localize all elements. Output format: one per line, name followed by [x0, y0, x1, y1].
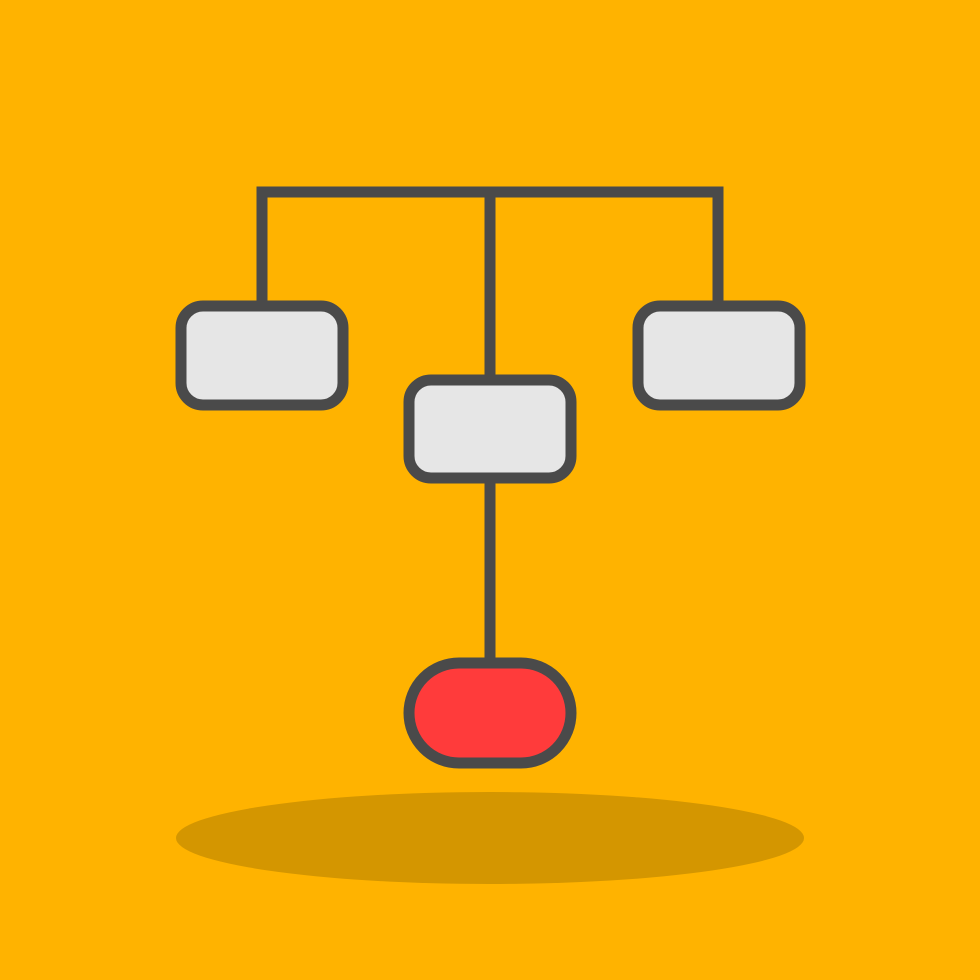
ground-shadow — [176, 792, 804, 884]
node-left — [175, 300, 349, 411]
connector-lines — [256, 186, 724, 671]
node-right — [632, 300, 806, 411]
node-center — [403, 374, 577, 484]
nodes — [175, 300, 806, 769]
node-bottom-accent — [403, 657, 577, 769]
